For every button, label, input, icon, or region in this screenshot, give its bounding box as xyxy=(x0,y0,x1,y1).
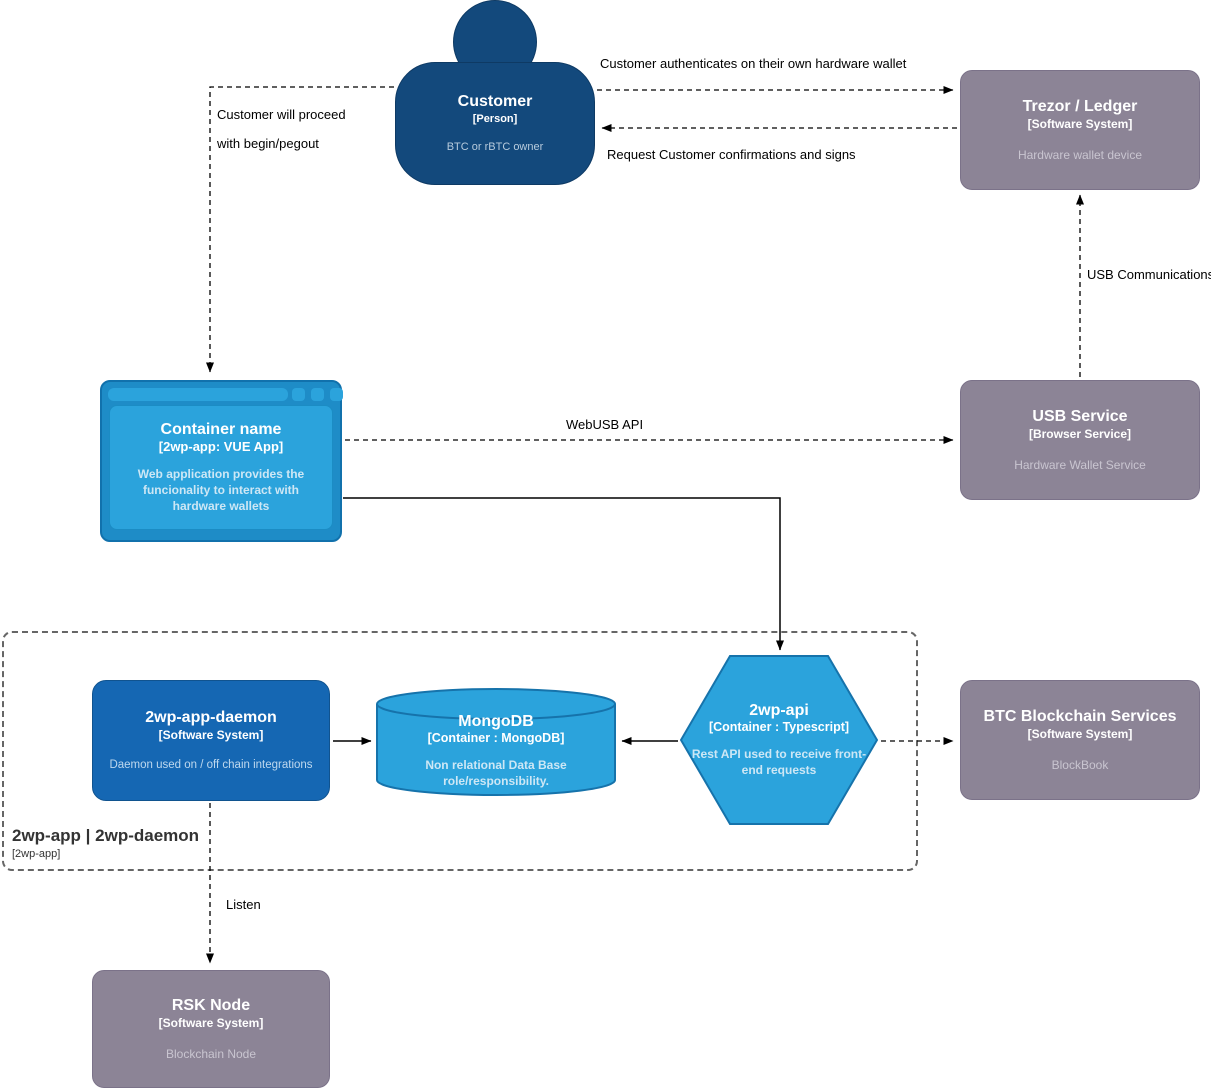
node-btc-blockchain-services[interactable]: BTC Blockchain Services [Software System… xyxy=(960,680,1200,800)
edge-container-to-api xyxy=(343,497,784,651)
edge-label-authenticates: Customer authenticates on their own hard… xyxy=(600,56,907,71)
edge-label-usb-communications: USB Communications xyxy=(1087,267,1211,282)
node-rsk-node[interactable]: RSK Node [Software System] Blockchain No… xyxy=(92,970,330,1088)
node-type: [2wp-app: VUE App] xyxy=(158,438,284,454)
edge-label-listen: Listen xyxy=(226,897,261,912)
node-title: USB Service xyxy=(1032,408,1128,426)
node-type: [Software System] xyxy=(158,727,264,742)
node-type: [Person] xyxy=(472,112,518,125)
hexagon-shape xyxy=(680,655,878,825)
edge-label-request-confirmations: Request Customer confirmations and signs xyxy=(607,147,856,162)
node-mongodb[interactable]: MongoDB [Container : MongoDB] Non relati… xyxy=(375,686,617,798)
boundary-title: 2wp-app | 2wp-daemon xyxy=(12,826,200,845)
node-subtitle: Hardware Wallet Service xyxy=(1014,457,1146,472)
node-title: BTC Blockchain Services xyxy=(983,708,1177,726)
node-title: RSK Node xyxy=(171,997,251,1015)
node-customer[interactable]: Customer [Person] BTC or rBTC owner xyxy=(395,62,595,185)
node-type: [Container : MongoDB] xyxy=(427,730,565,745)
node-type: [Browser Service] xyxy=(1028,427,1132,442)
node-2wp-api[interactable]: 2wp-api [Container : Typescript] Rest AP… xyxy=(680,655,878,825)
cylinder-shape xyxy=(376,688,616,796)
node-subtitle: BlockBook xyxy=(1051,757,1109,772)
node-subtitle: Non relational Data Base role/responsibi… xyxy=(425,757,567,788)
node-subtitle: Daemon used on / off chain integrations xyxy=(109,758,313,771)
edge-label-proceed-line1: Customer will proceed xyxy=(217,107,346,122)
boundary-type: [2wp-app] xyxy=(12,848,61,860)
node-type: [Software System] xyxy=(158,1016,264,1031)
edge-label-proceed-line2: with begin/pegout xyxy=(217,136,319,151)
node-2wp-app-daemon[interactable]: 2wp-app-daemon [Software System] Daemon … xyxy=(92,680,330,801)
browser-content-panel: Container name [2wp-app: VUE App] Web ap… xyxy=(109,405,333,530)
browser-window-button xyxy=(311,388,324,401)
node-type: [Software System] xyxy=(1027,117,1133,132)
node-subtitle: Web application provides the funcionalit… xyxy=(137,466,305,514)
node-subtitle: Blockchain Node xyxy=(165,1046,257,1061)
browser-address-bar xyxy=(108,388,288,401)
browser-window-button xyxy=(292,388,305,401)
node-title: 2wp-app-daemon xyxy=(145,708,277,726)
node-title: Trezor / Ledger xyxy=(1022,98,1138,116)
node-title: Container name xyxy=(160,420,282,438)
node-subtitle: BTC or rBTC owner xyxy=(446,141,544,154)
node-subtitle: Rest API used to receive front-end reque… xyxy=(691,746,867,777)
node-type: [Software System] xyxy=(1027,727,1133,742)
edge-customer-to-container xyxy=(206,86,394,373)
cylinder-text: MongoDB [Container : MongoDB] Non relati… xyxy=(375,710,617,792)
node-subtitle: Hardware wallet device xyxy=(1017,147,1143,162)
node-title: MongoDB xyxy=(458,712,534,730)
node-title: 2wp-api xyxy=(749,701,809,719)
node-type: [Container : Typescript] xyxy=(708,719,850,734)
edge-label-webusb-api: WebUSB API xyxy=(566,417,644,432)
node-trezor-ledger[interactable]: Trezor / Ledger [Software System] Hardwa… xyxy=(960,70,1200,190)
hexagon-text: 2wp-api [Container : Typescript] Rest AP… xyxy=(680,685,878,795)
node-title: Customer xyxy=(457,92,533,110)
browser-window-button xyxy=(330,388,343,401)
node-container-vue-app[interactable]: Container name [2wp-app: VUE App] Web ap… xyxy=(100,380,343,542)
node-usb-service[interactable]: USB Service [Browser Service] Hardware W… xyxy=(960,380,1200,500)
